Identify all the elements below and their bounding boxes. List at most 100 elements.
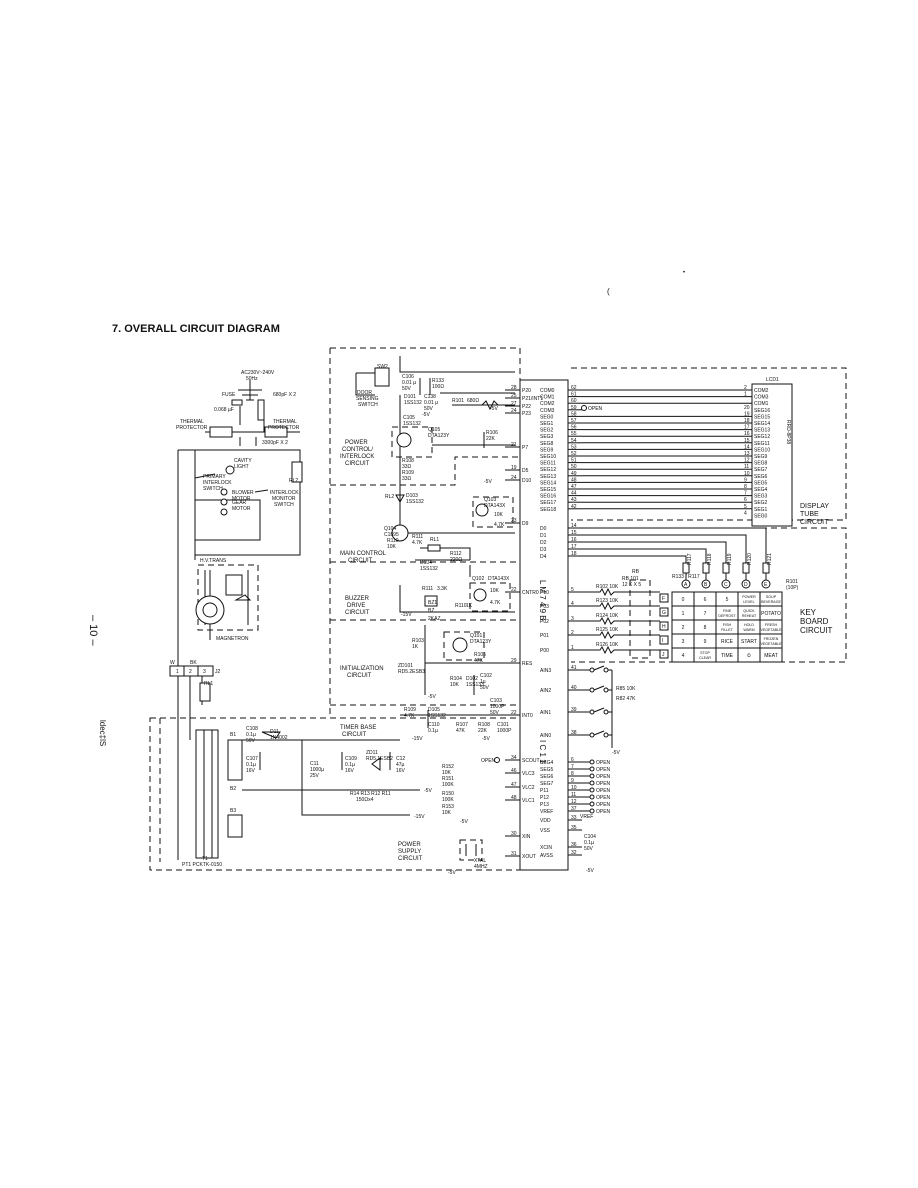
side-label: ldec‡lS bbox=[98, 720, 107, 746]
ic1-pin-name: SEG6 bbox=[540, 774, 554, 780]
ic1-pin-name: AIN2 bbox=[540, 688, 551, 694]
ic1-pin-number: 11 bbox=[571, 792, 576, 798]
key-label: POWER bbox=[742, 595, 756, 599]
column-resistor bbox=[742, 562, 750, 574]
part-label: 0.1µ bbox=[246, 732, 256, 738]
ic1-pin-number: 6 bbox=[571, 757, 574, 763]
key-column-label: A bbox=[684, 582, 688, 588]
part-label: 1SS132 bbox=[404, 400, 422, 406]
ain-switch-blade bbox=[593, 685, 605, 691]
display-pin-name: SEG12 bbox=[754, 434, 770, 440]
part-label: -5V bbox=[482, 736, 490, 742]
ic1-pin-number: 48 bbox=[571, 477, 577, 483]
buzzer-label: CIRCUIT bbox=[345, 610, 370, 616]
ic1-pin-name: SEG13 bbox=[540, 474, 556, 480]
part-label: 1K bbox=[412, 644, 419, 650]
display-pins: COM22COM31COM1SEG1620SEG1519SEG1418SEG13… bbox=[744, 385, 770, 519]
ain-switch-contact bbox=[589, 687, 595, 693]
ic1-pin-name: SEG8 bbox=[540, 441, 554, 447]
key-row-marker bbox=[659, 649, 669, 659]
part-label: C103 bbox=[490, 698, 502, 704]
key-row-marker bbox=[659, 621, 669, 631]
part-label: -15V bbox=[401, 612, 412, 618]
display-pin-number: 8 bbox=[744, 484, 747, 490]
ain-switch-blade bbox=[593, 730, 605, 736]
part-label: 47K bbox=[474, 658, 484, 664]
display-pin-name: COM1 bbox=[754, 401, 769, 407]
ic1-designator: I C 1 1 bbox=[538, 740, 547, 764]
part-label: -15V bbox=[414, 814, 425, 820]
gear-motor-label: MOTOR bbox=[232, 506, 251, 512]
interlock-monitor-label: MONITOR bbox=[272, 496, 296, 502]
key-row-label: F bbox=[662, 596, 665, 602]
key-row-marker bbox=[659, 593, 669, 603]
open-pin-label: OPEN bbox=[596, 781, 611, 787]
part-label: -5V bbox=[422, 412, 430, 418]
display-pin-name: COM2 bbox=[754, 388, 769, 394]
ic1-pin-name: SEG10 bbox=[540, 454, 556, 460]
part-label: C110 bbox=[428, 722, 440, 728]
ic1-pin-number: 48 bbox=[511, 795, 517, 801]
thermal-protector-label: THERMAL bbox=[273, 419, 297, 425]
ain-switch-blade bbox=[593, 707, 605, 713]
ic1-pin-name: D10 bbox=[522, 478, 531, 484]
open-pin-terminal bbox=[589, 759, 595, 765]
primary-interlock-label: SWITCH bbox=[203, 486, 223, 492]
ic1-pin-number: 43 bbox=[571, 497, 577, 503]
row-resistor-label: R126 10K bbox=[596, 642, 619, 648]
rl2-label: RL2 bbox=[289, 478, 298, 484]
row-resistor bbox=[582, 587, 660, 597]
ic1-pin-name: SEG2 bbox=[540, 428, 554, 434]
part-label: 1000µ bbox=[310, 767, 324, 773]
display-pin-number: 10 bbox=[744, 471, 750, 477]
part-label: R110 bbox=[455, 603, 467, 609]
part-label: RB 101 bbox=[622, 576, 639, 582]
ic1-pin-number: 23 bbox=[511, 518, 517, 524]
ic1-pin-name: D2 bbox=[540, 540, 547, 546]
ic1-pin-number: 9 bbox=[571, 778, 574, 784]
ain-switch-contact bbox=[603, 709, 609, 715]
open-pin-label: OPEN bbox=[596, 809, 611, 815]
part-label: C106 bbox=[402, 374, 414, 380]
primary-interlock-label: INTERLOCK bbox=[203, 480, 232, 486]
part-label: R14 R13 R12 R11 bbox=[350, 791, 391, 797]
power-control-label: CIRCUIT bbox=[345, 461, 370, 467]
blower-motor-label: MOTOR bbox=[232, 496, 251, 502]
ac-supply-label: 50Hz bbox=[246, 376, 258, 382]
part-label: R109 bbox=[404, 707, 416, 713]
ic1-pin-number: 57 bbox=[571, 418, 577, 424]
part-label: R150 bbox=[442, 791, 454, 797]
part-label: R112 bbox=[450, 551, 462, 557]
key-label: ⏲ bbox=[747, 653, 751, 659]
part-label: BZ1 bbox=[428, 600, 437, 606]
column-resistor-label: R120 bbox=[747, 553, 753, 565]
part-label: 1µ bbox=[480, 679, 486, 685]
row-resistor bbox=[582, 601, 660, 611]
connector-label: 2 bbox=[189, 669, 192, 675]
com-open-label: OPEN bbox=[588, 406, 603, 412]
display-pin-number: 11 bbox=[744, 464, 749, 470]
part-label: 22K bbox=[478, 728, 488, 734]
part-label: 100K bbox=[442, 782, 454, 788]
display-pin-number: 4 bbox=[744, 510, 747, 516]
display-wiring bbox=[582, 389, 767, 580]
primary-interlock-label: PRIMARY bbox=[203, 474, 226, 480]
part-label: BZ bbox=[428, 608, 434, 614]
power-control-label: CONTROL/ bbox=[342, 447, 373, 453]
ic1-pin-number: 24 bbox=[511, 475, 517, 481]
part-label: C101 bbox=[497, 722, 509, 728]
open-pin-label: OPEN bbox=[596, 767, 611, 773]
part-label: SW2 bbox=[377, 364, 388, 370]
part-label: 4.7K bbox=[490, 600, 501, 606]
ic1-pin-name: P11 bbox=[540, 788, 549, 794]
part-label: 10K bbox=[442, 810, 452, 816]
part-label: R108 bbox=[478, 722, 490, 728]
part-label: C138 bbox=[424, 394, 436, 400]
ic1-pin-number: 31 bbox=[511, 851, 517, 857]
ic1-pin-name: SEG0 bbox=[540, 414, 554, 420]
ic1-pin-name: P03 bbox=[540, 604, 549, 610]
part-label: 1000P bbox=[497, 728, 512, 734]
part-label: Q105 bbox=[428, 427, 440, 433]
